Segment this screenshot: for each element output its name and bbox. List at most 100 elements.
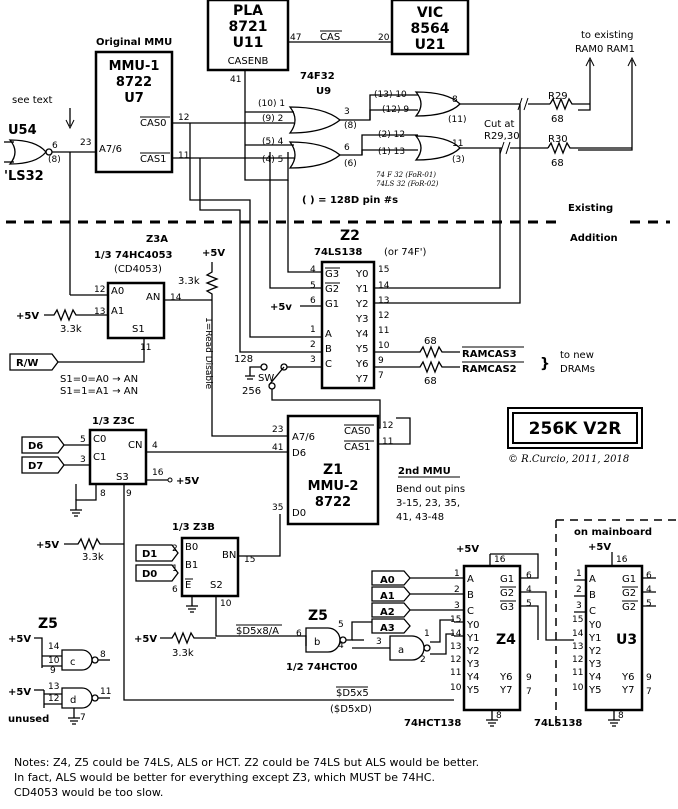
bend-out-pins-2: 41, 43-48: [396, 512, 444, 523]
svg-text:13: 13: [378, 296, 389, 306]
svg-text:Y4: Y4: [355, 329, 368, 340]
u3-tag: U3: [616, 632, 637, 648]
existing-label: Existing: [568, 203, 613, 214]
z1-tag: Z1: [323, 462, 343, 478]
svg-text:3: 3: [80, 455, 86, 465]
svg-text:1: 1: [424, 629, 430, 639]
svg-text:CN: CN: [128, 440, 142, 451]
svg-text:1: 1: [310, 325, 316, 335]
svg-text:47: 47: [290, 33, 301, 43]
svg-text:6: 6: [526, 571, 532, 581]
svg-text:8: 8: [100, 650, 106, 660]
svg-text:A: A: [467, 574, 474, 585]
svg-text:12: 12: [48, 694, 59, 704]
svg-text:A: A: [325, 329, 332, 340]
svg-text:8: 8: [100, 489, 106, 499]
z2-alt-part: (or 74F'): [384, 247, 427, 258]
svg-text:Y4: Y4: [588, 672, 601, 683]
svg-text:G1: G1: [325, 299, 339, 310]
svg-text:12: 12: [572, 655, 583, 665]
svg-text:13: 13: [48, 682, 59, 692]
r-ramcas2-value: 68: [424, 376, 437, 387]
svg-text:14: 14: [572, 629, 584, 639]
svg-text:14: 14: [378, 281, 390, 291]
r-z3b-value: 3.3k: [172, 648, 194, 659]
svg-text:Y2: Y2: [355, 299, 368, 310]
svg-text:11: 11: [178, 151, 189, 161]
d5x8-signal: $D5x8/A: [236, 626, 279, 637]
svg-text:4: 4: [646, 585, 652, 595]
sw-256-label: 256: [242, 386, 261, 397]
cut-pins-label: R29,30: [484, 131, 520, 142]
svg-text:10: 10: [48, 656, 60, 666]
svg-text:9: 9: [126, 489, 132, 499]
pla-name: PLA: [233, 3, 263, 19]
d5xd-signal: ($D5xD): [330, 704, 372, 715]
svg-text:12: 12: [382, 421, 393, 431]
svg-text:10: 10: [220, 599, 232, 609]
plus5v-mid: +5V: [36, 540, 59, 551]
svg-text:16: 16: [494, 555, 506, 565]
u9-part: 74F32: [300, 71, 335, 82]
svg-text:6: 6: [172, 585, 178, 595]
svg-text:11: 11: [572, 668, 583, 678]
svg-text:16: 16: [616, 555, 628, 565]
svg-text:6: 6: [344, 143, 350, 153]
svg-text:C1: C1: [93, 452, 106, 463]
svg-text:A0: A0: [111, 286, 124, 297]
vic-ref: U21: [415, 37, 446, 53]
svg-text:C0: C0: [93, 434, 106, 445]
d6-signal: D6: [28, 441, 43, 452]
svg-text:9: 9: [50, 666, 56, 676]
svg-text:Y6: Y6: [499, 672, 512, 683]
plus5v-z4: +5V: [456, 544, 479, 555]
svg-text:13: 13: [94, 307, 105, 317]
vic-part: 8564: [411, 21, 450, 37]
svg-text:14: 14: [170, 293, 182, 303]
svg-text:2: 2: [576, 585, 582, 595]
svg-text:CAS1: CAS1: [344, 442, 371, 453]
svg-text:1: 1: [576, 569, 582, 579]
svg-text:B: B: [467, 590, 474, 601]
r-ramcas3-value: 68: [424, 336, 437, 347]
unused-label: unused: [8, 714, 49, 725]
svg-text:S2: S2: [210, 580, 223, 591]
z5-spare-tag: Z5: [38, 616, 58, 632]
svg-text:(12) 9: (12) 9: [382, 105, 409, 115]
svg-text:15: 15: [244, 555, 255, 565]
svg-text:B0: B0: [185, 542, 198, 553]
svg-text:20: 20: [378, 33, 390, 43]
svg-text:6: 6: [310, 296, 316, 306]
svg-text:2: 2: [454, 585, 460, 595]
u3-part: 74LS138: [534, 718, 582, 729]
svg-text:11: 11: [452, 139, 463, 149]
f32-note-1: 74 F 32 (FoR-01): [376, 171, 436, 179]
z1-name: MMU-2: [308, 479, 359, 494]
z2-part: 74LS138: [314, 247, 362, 258]
svg-text:Y3: Y3: [466, 659, 479, 670]
svg-text:Y0: Y0: [588, 620, 601, 631]
svg-text:A1: A1: [111, 306, 124, 317]
z3a-switch: A0 A1 AN S1: [106, 281, 166, 340]
plus5v-z5d: +5V: [8, 687, 31, 698]
svg-text:B: B: [589, 590, 596, 601]
svg-text:(11): (11): [448, 115, 466, 125]
svg-text:5: 5: [80, 435, 86, 445]
svg-text:8: 8: [452, 95, 458, 105]
addition-label: Addition: [570, 233, 618, 244]
svg-text:(6): (6): [344, 159, 357, 169]
svg-text:S3: S3: [116, 472, 129, 483]
svg-text:7: 7: [378, 371, 384, 381]
svg-text:(5) 4: (5) 4: [262, 137, 284, 147]
second-mmu-label: 2nd MMU: [398, 466, 451, 477]
z1-part: 8722: [315, 495, 351, 510]
z2-chip: G3 G2 G1 A B C Y0 Y1 Y2 Y3 Y4 Y5 Y6 Y7: [320, 260, 376, 390]
r29-label: R29: [548, 91, 568, 102]
svg-text:5: 5: [526, 599, 532, 609]
to-existing-label: to existing: [581, 30, 634, 41]
plus5v-z3b: +5V: [134, 634, 157, 645]
bend-out-label: Bend out pins: [396, 484, 465, 495]
svg-text:12: 12: [94, 285, 105, 295]
svg-text:3: 3: [344, 107, 350, 117]
